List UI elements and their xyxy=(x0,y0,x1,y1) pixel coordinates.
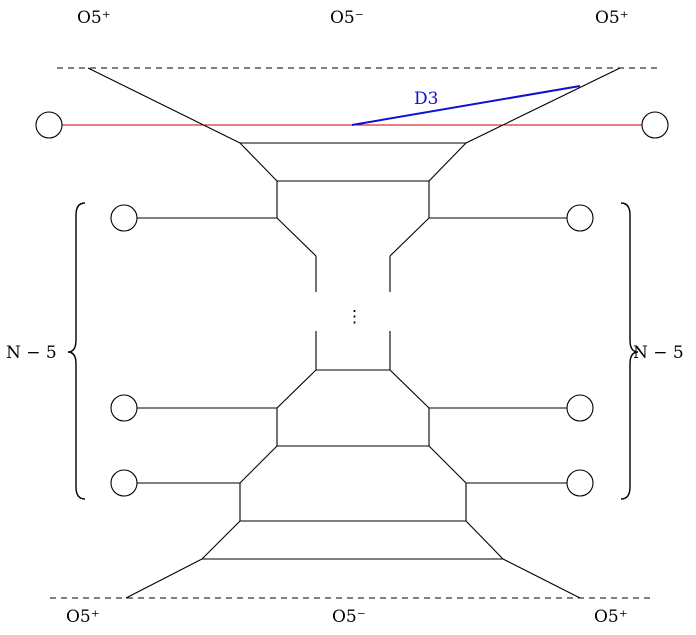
top-label-center: O5⁻ xyxy=(330,8,364,28)
upper-right-slant xyxy=(389,217,430,257)
left-brace xyxy=(67,202,86,500)
brace-label-left: N − 5 xyxy=(6,343,57,363)
top-step-left xyxy=(239,142,278,182)
d3-label: D3 xyxy=(414,89,438,109)
middle-left-slant xyxy=(276,369,317,409)
bottom-step-right xyxy=(465,520,504,560)
top-label-right: O5⁺ xyxy=(595,8,629,28)
node-middle-left xyxy=(110,394,138,422)
bottom-label-right: O5⁺ xyxy=(594,607,628,627)
lower-left-slant xyxy=(239,445,278,484)
node-top-left xyxy=(35,111,63,139)
d3-brane-line xyxy=(351,85,581,126)
node-upper-left xyxy=(110,204,138,232)
node-lower-right xyxy=(566,469,594,497)
bottom-right-diagonal xyxy=(502,558,581,599)
node-lower-left xyxy=(110,469,138,497)
node-upper-right xyxy=(566,204,594,232)
middle-right-slant xyxy=(389,369,430,409)
top-label-left: O5⁺ xyxy=(77,8,111,28)
top-right-diagonal xyxy=(465,67,621,144)
bottom-label-left: O5⁺ xyxy=(66,607,100,627)
top-step-right xyxy=(428,142,467,182)
bottom-left-diagonal xyxy=(125,558,203,599)
brace-label-right: N − 5 xyxy=(633,343,684,363)
bottom-label-center: O5⁻ xyxy=(332,607,366,627)
node-top-right xyxy=(641,111,669,139)
right-brace xyxy=(620,202,639,500)
bottom-step-left xyxy=(201,520,241,560)
ellipsis: ⋮ xyxy=(346,307,363,327)
node-middle-right xyxy=(566,394,594,422)
top-left-diagonal xyxy=(87,67,241,144)
lower-right-slant xyxy=(428,445,467,484)
upper-left-slant xyxy=(276,217,317,257)
